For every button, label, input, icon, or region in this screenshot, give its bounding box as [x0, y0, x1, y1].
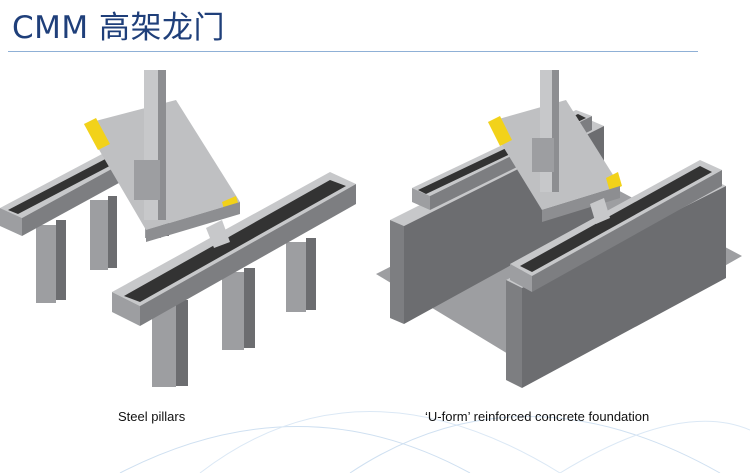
gantry-u-form-foundation-illustration	[376, 70, 742, 388]
gantry-steel-pillars-illustration	[0, 70, 356, 387]
figure-caption-steel-pillars: Steel pillars	[118, 409, 186, 424]
vertical-ram	[134, 70, 166, 220]
front-guide-rail	[112, 172, 356, 326]
vertical-ram	[532, 70, 559, 192]
front-rail-pillars	[152, 238, 316, 387]
front-guide-rail	[510, 160, 722, 292]
figure-caption-u-form-foundation: ‘U-form’ reinforced concrete foundation	[425, 409, 650, 424]
slide-title: CMM 高架龙门	[12, 10, 225, 46]
title-divider	[8, 51, 698, 52]
